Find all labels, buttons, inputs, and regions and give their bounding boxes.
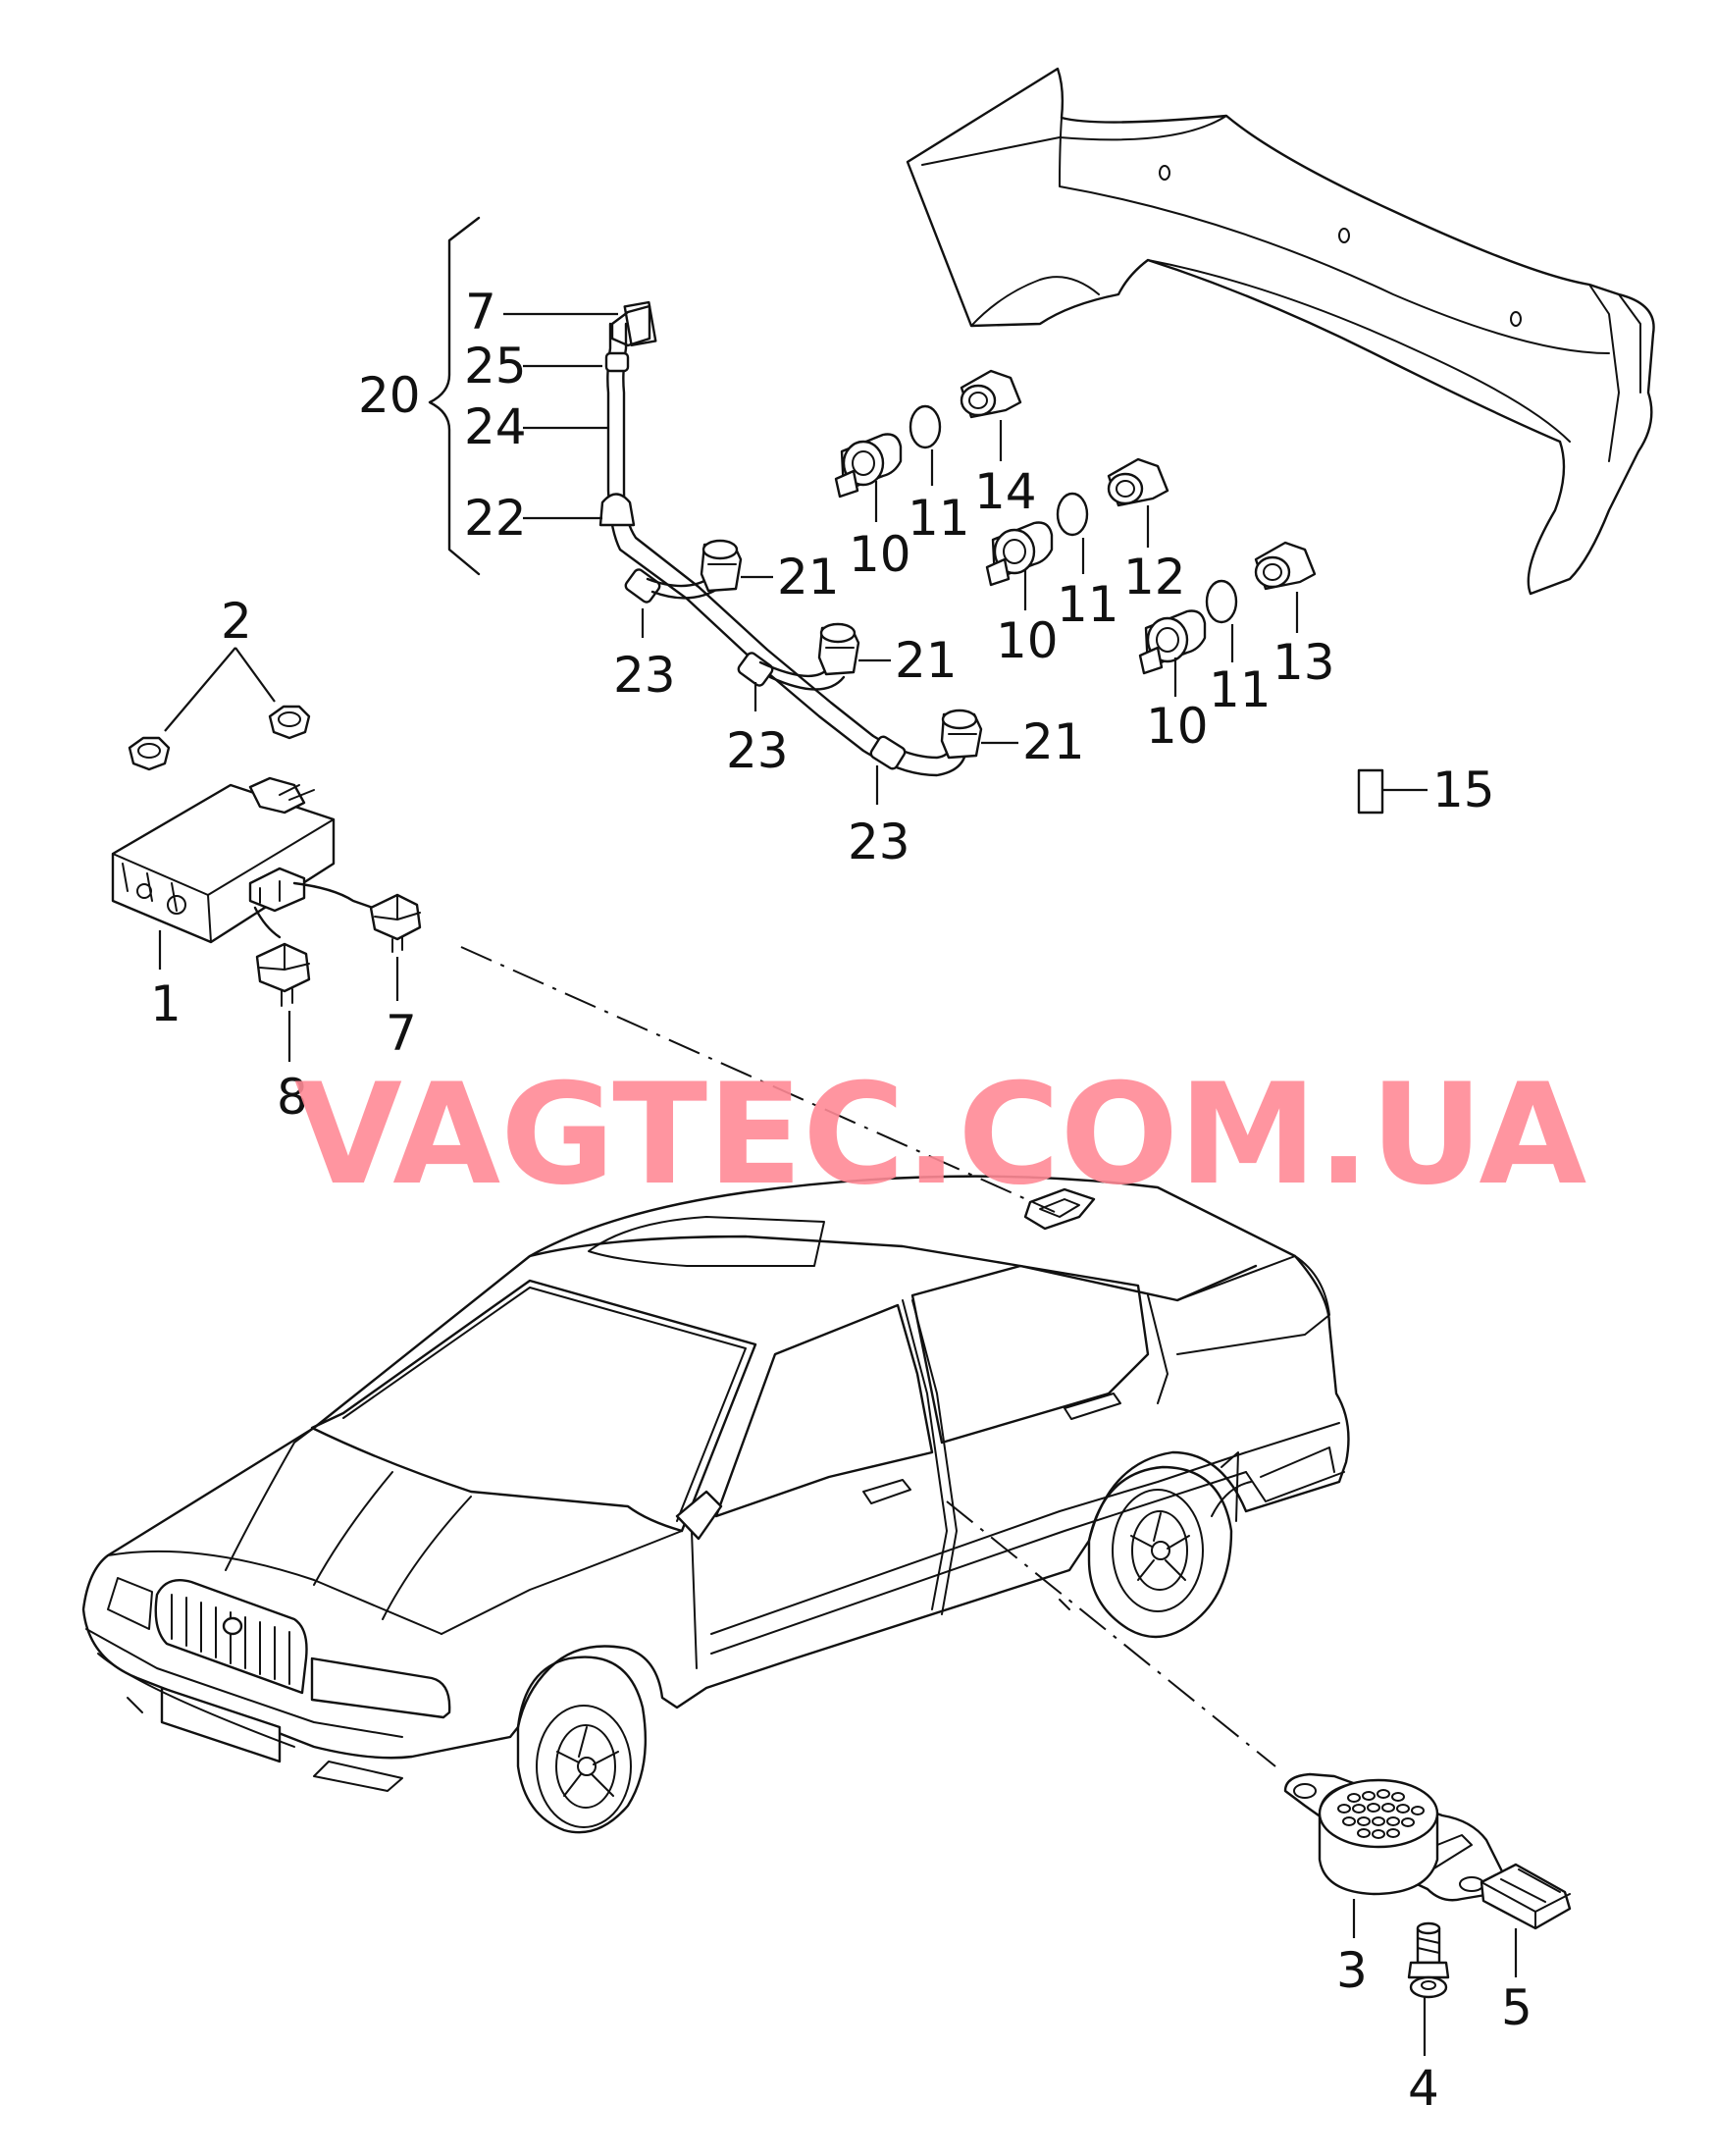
callout-11-b: 11	[1057, 576, 1119, 633]
callout-4: 4	[1408, 2060, 1439, 2117]
callout-25: 25	[464, 338, 527, 394]
connector-21-c	[940, 709, 983, 760]
indicator-line-control-unit	[460, 946, 1056, 1213]
nuts	[128, 705, 311, 771]
callout-23-c: 23	[848, 814, 910, 870]
callout-24: 24	[464, 398, 527, 455]
sensor-10-b	[985, 521, 1054, 587]
leader-lines	[158, 312, 1518, 2056]
buzzer-connector	[1480, 1863, 1572, 1930]
cable-harness	[598, 300, 983, 777]
callout-10-a: 10	[849, 526, 911, 583]
ring-11-c	[1205, 579, 1238, 624]
ring-11-b	[1056, 492, 1089, 537]
ring-11-a	[909, 404, 942, 449]
callout-2: 2	[221, 593, 252, 650]
callout-21-b: 21	[895, 632, 958, 689]
rear-bumper	[906, 67, 1655, 596]
sensor-10-a	[834, 433, 903, 499]
callout-20: 20	[358, 367, 421, 424]
label-15-part	[1357, 768, 1384, 815]
callout-22: 22	[464, 490, 527, 547]
callout-5: 5	[1501, 1979, 1532, 2036]
callout-3: 3	[1336, 1942, 1368, 1999]
parking-sensors	[834, 369, 1384, 815]
warning-buzzer	[1283, 1772, 1506, 1902]
callout-10-c: 10	[1146, 698, 1209, 755]
connector-21-a	[700, 539, 743, 593]
holder-13	[1254, 541, 1317, 591]
callout-13: 13	[1273, 634, 1335, 691]
callout-11-a: 11	[908, 490, 970, 547]
callout-15: 15	[1432, 762, 1495, 818]
car-illustration	[81, 1175, 1350, 1834]
callout-labels: 2 1 7 8 20 7 25 24 22 21 21 21 23 23 23 …	[150, 284, 1532, 2117]
callout-21-a: 21	[777, 549, 840, 605]
callout-11-c: 11	[1209, 661, 1272, 718]
callout-12: 12	[1123, 549, 1186, 605]
callout-21-c: 21	[1022, 713, 1085, 770]
callout-1: 1	[150, 975, 182, 1032]
holder-12	[1107, 457, 1169, 507]
control-unit	[111, 776, 422, 1007]
callout-10-b: 10	[996, 612, 1059, 669]
watermark: VAGTEC.COM.UA	[294, 1054, 1586, 1216]
callout-14: 14	[974, 463, 1037, 520]
callout-7-upper: 7	[465, 284, 496, 341]
callout-23-a: 23	[613, 647, 676, 704]
connector-21-b	[817, 622, 860, 676]
sensor-10-c	[1138, 609, 1207, 675]
screw	[1407, 1921, 1450, 1999]
holder-14	[960, 369, 1022, 419]
callout-8: 8	[277, 1069, 308, 1126]
harness-group-bracket	[428, 216, 481, 576]
callout-23-b: 23	[726, 722, 789, 779]
indicator-line-buzzer	[946, 1500, 1276, 1767]
callout-7-lower: 7	[386, 1005, 417, 1062]
